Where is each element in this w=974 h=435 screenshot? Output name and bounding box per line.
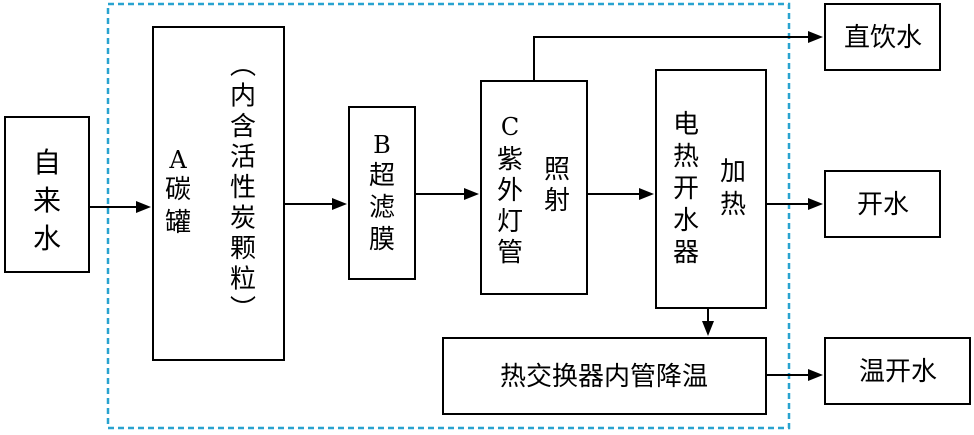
uv-action: 照射 bbox=[544, 155, 570, 216]
carbon-tank-note: ︵内含活性炭颗粒︶ bbox=[230, 51, 256, 325]
arrowhead-icon bbox=[808, 31, 823, 43]
heat-exchanger-label: 热交换器内管降温 bbox=[500, 362, 708, 392]
boiled-water-box bbox=[824, 170, 941, 238]
warm-water-label: 温开水 bbox=[859, 357, 937, 387]
carbon-tank-name: 碳罐 bbox=[165, 175, 191, 238]
arrowhead-icon bbox=[808, 198, 823, 210]
arrowhead-icon bbox=[332, 198, 347, 210]
arrowhead-icon bbox=[464, 188, 479, 200]
heat-exchanger-box bbox=[442, 337, 767, 415]
heater-name: 电热开水器 bbox=[673, 110, 699, 268]
arrowhead-icon bbox=[808, 369, 823, 381]
system-boundary-dashed bbox=[106, 2, 791, 430]
uf-name: 超滤膜 bbox=[369, 161, 395, 255]
direct-drink-label: 直饮水 bbox=[844, 23, 922, 53]
arrowhead-icon bbox=[702, 321, 714, 336]
uv-name: 紫外灯管 bbox=[497, 145, 523, 268]
arrowhead-icon bbox=[136, 201, 151, 213]
heater-action: 加热 bbox=[720, 157, 746, 220]
boiled-water-label: 开水 bbox=[857, 190, 909, 220]
electric-heater-box bbox=[655, 69, 767, 309]
tap-water-box bbox=[4, 116, 90, 273]
direct-drink-water-box bbox=[824, 3, 941, 71]
uf-letter: B bbox=[373, 131, 391, 159]
arrow-uv-to-direct-drink bbox=[533, 36, 810, 81]
uv-letter: C bbox=[501, 113, 519, 141]
warm-water-box bbox=[824, 337, 971, 405]
uv-lamp-box bbox=[480, 80, 588, 295]
carbon-tank-box bbox=[152, 26, 285, 361]
arrowhead-icon bbox=[639, 188, 654, 200]
carbon-tank-letter: A bbox=[168, 146, 187, 174]
ultrafiltration-box bbox=[348, 106, 416, 280]
tap-water-label: 自来水 bbox=[33, 146, 61, 255]
